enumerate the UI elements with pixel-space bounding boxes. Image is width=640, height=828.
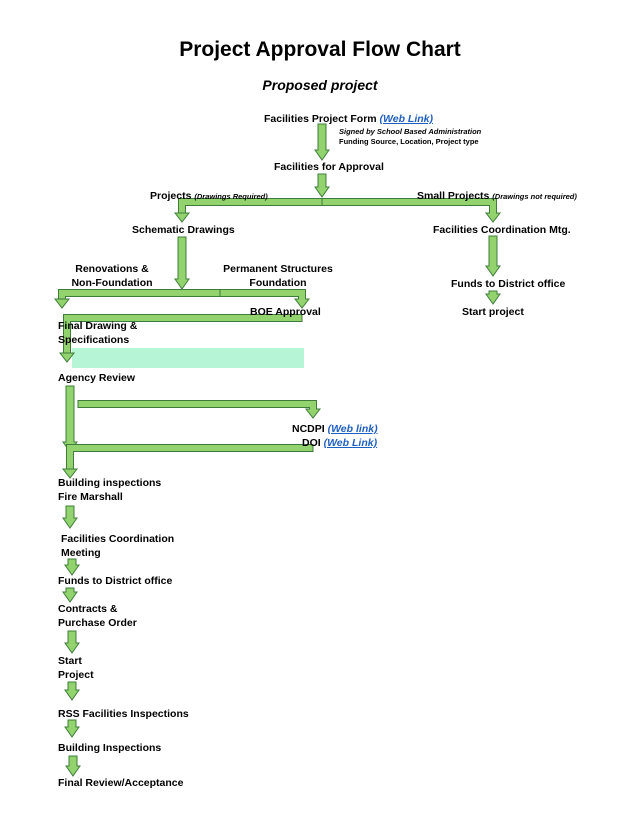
node-rss-inspections: RSS Facilities Inspections — [58, 708, 189, 720]
ncdpi-web-link[interactable]: (Web link) — [327, 423, 378, 435]
node-start-project-right: Start project — [462, 306, 524, 318]
arrow-coord-to-funds — [485, 235, 501, 277]
node-start-project: Start Project — [58, 654, 94, 682]
contracts-line-1: Contracts & — [58, 603, 118, 615]
node-renovations: Renovations & Non-Foundation — [70, 262, 154, 290]
arrow-coord-to-funds-left — [64, 558, 80, 576]
arrow-agency-down — [62, 385, 78, 453]
node-contracts: Contracts & Purchase Order — [58, 602, 137, 630]
node-final-review: Final Review/Acceptance — [58, 777, 184, 789]
ncdpi-label: NCDPI — [292, 423, 325, 435]
arrow-funds-to-start — [485, 290, 501, 305]
node-funds-district-right: Funds to District office — [451, 278, 566, 290]
node-projects: Projects (Drawings Required) — [150, 189, 268, 204]
node-ncdpi: NCDPI (Web link) — [292, 422, 378, 436]
permanent-line-2: Foundation — [249, 277, 307, 289]
node-schematic-drawings: Schematic Drawings — [132, 224, 235, 236]
node-permanent-structures: Permanent Structures Foundation — [222, 262, 334, 290]
node-final-drawing: Final Drawing & Specifications — [58, 319, 137, 347]
node-building-inspections: Building Inspections — [58, 742, 162, 754]
signed-by-note: Signed by School Based Administration — [339, 127, 482, 136]
renovations-line-1: Renovations & — [75, 263, 149, 275]
arrow-building-to-final — [65, 755, 81, 777]
node-facilities-coordination-meeting: Facilities Coordination Meeting — [61, 532, 174, 560]
arrow-doi-to-building — [61, 444, 314, 479]
doi-label: DOI — [302, 437, 321, 449]
node-facilities-project-form: Facilities Project Form (Web Link) — [264, 112, 433, 126]
final-drawing-line-2: Specifications — [58, 334, 130, 346]
contracts-line-2: Purchase Order — [58, 617, 137, 629]
facilities-form-label: Facilities Project Form — [264, 113, 377, 125]
arrow-split-to-small — [321, 198, 502, 223]
node-small-projects: Small Projects (Drawings not required) — [417, 189, 577, 204]
arrow-building-to-coord — [62, 505, 78, 529]
small-projects-label: Small Projects — [417, 190, 490, 202]
final-drawing-line-1: Final Drawing & — [58, 320, 138, 332]
arrow-to-renovations — [53, 289, 221, 309]
building-insp-line-2: Fire Marshall — [58, 491, 123, 503]
arrow-funds-to-contracts — [62, 587, 78, 603]
projects-label: Projects — [150, 190, 192, 202]
page-subtitle: Proposed project — [262, 77, 378, 93]
arrow-agency-to-ncdpi — [77, 400, 322, 419]
fac-coord-line-2: Meeting — [61, 547, 101, 559]
arrow-to-boe — [219, 289, 311, 309]
small-projects-note: (Drawings not required) — [492, 192, 577, 201]
arrow-approval-to-split — [314, 173, 330, 198]
doi-web-link[interactable]: (Web Link) — [323, 437, 378, 449]
funding-info-note: Funding Source, Location, Project type — [339, 137, 479, 146]
highlight-band — [72, 348, 304, 368]
node-facilities-for-approval: Facilities for Approval — [274, 161, 384, 173]
node-boe-approval: BOE Approval — [250, 306, 321, 318]
building-insp-line-1: Building inspections — [58, 477, 162, 489]
node-agency-review: Agency Review — [58, 372, 136, 384]
arrow-boe-to-final — [58, 314, 303, 363]
arrow-split-to-projects — [173, 198, 323, 223]
arrow-form-to-approval — [314, 123, 330, 161]
arrow-rss-to-building — [64, 719, 80, 738]
page-title: Project Approval Flow Chart — [179, 38, 461, 61]
renovations-line-2: Non-Foundation — [71, 277, 153, 289]
node-funds-district: Funds to District office — [58, 575, 173, 587]
arrow-start-to-rss — [64, 681, 80, 701]
arrow-schematic-down — [174, 236, 190, 290]
node-facilities-coordination-mtg: Facilities Coordination Mtg. — [433, 224, 571, 236]
start-line-2: Project — [58, 669, 94, 681]
node-building-inspections-fire: Building inspections Fire Marshall — [58, 476, 161, 504]
fac-coord-line-1: Facilities Coordination — [61, 533, 175, 545]
facilities-form-web-link[interactable]: (Web Link) — [379, 113, 434, 125]
projects-note: (Drawings Required) — [194, 192, 268, 201]
start-line-1: Start — [58, 655, 82, 667]
node-doi: DOI (Web Link) — [302, 436, 377, 450]
arrow-contracts-to-start — [64, 630, 80, 654]
permanent-line-1: Permanent Structures — [223, 263, 333, 275]
